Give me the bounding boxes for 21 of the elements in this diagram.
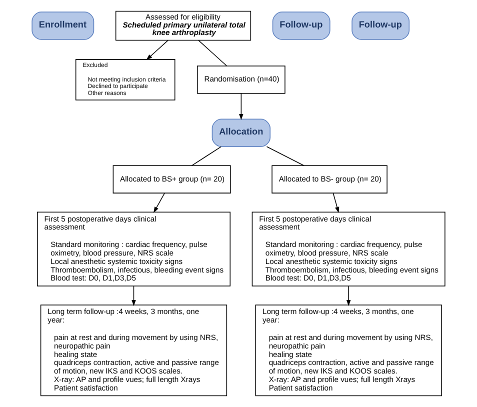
connector xyxy=(266,146,304,166)
node-box: Randomisation (n=40) xyxy=(196,66,286,94)
node-box: First 5 postoperative days clinical assessment Standard monitoring : cardiac frequency, pulse oximetry, blood pressure, NRS scale Local anesthetic systemic toxicity signs Thromboembolism, infectious, bleeding event signs Blood test: D0, D1,D3,D5 xyxy=(252,212,446,286)
node-box: Allocated to BS+ group (n= 20) xyxy=(112,165,231,194)
node-box: Long term follow-up :4 weeks, 3 months, one year: pain at rest and during movement by using NRS, neuropathic pain healing state quadriceps contraction, active and passive range of motion, new IKS and KOOS scales. X-ray: AP and profile vues; full length Xrays Patient satisfaction xyxy=(255,304,442,396)
node-box: Allocated to BS- group (n= 20) xyxy=(272,165,388,194)
node-box: Follow-up xyxy=(272,12,330,40)
arrow xyxy=(132,286,136,306)
connector xyxy=(198,40,228,66)
node-box: Enrollment xyxy=(32,12,94,40)
node-box: Follow-up xyxy=(352,12,410,40)
arrow xyxy=(332,192,340,214)
node-box: First 5 postoperative days clinical assessment Standard monitoring : cardiac frequency, pulse oximetry, blood pressure, NRS scale Local anesthetic systemic toxicity signs Thromboembolism, infectious, bleeding event signs Blood test: D0, D1,D3,D5 xyxy=(37,212,230,286)
arrow xyxy=(154,192,165,213)
arrow xyxy=(239,93,244,120)
connector xyxy=(191,146,222,166)
node-box: Long term follow-up :4 weeks, 3 months, one year: pain at rest and during movement by using NRS, neuropathic pain healing state quadriceps contraction, active and passive range of motion, new IKS and KOOS scales. X-ray: AP and profile vues; full length Xrays Patient satisfaction xyxy=(40,304,228,396)
arrow xyxy=(146,40,168,60)
arrow xyxy=(346,286,351,306)
node-box: Assessed for eligibility Scheduled primary unilateral total knee arthroplasty xyxy=(115,10,252,41)
node-box: Allocation xyxy=(212,118,270,147)
